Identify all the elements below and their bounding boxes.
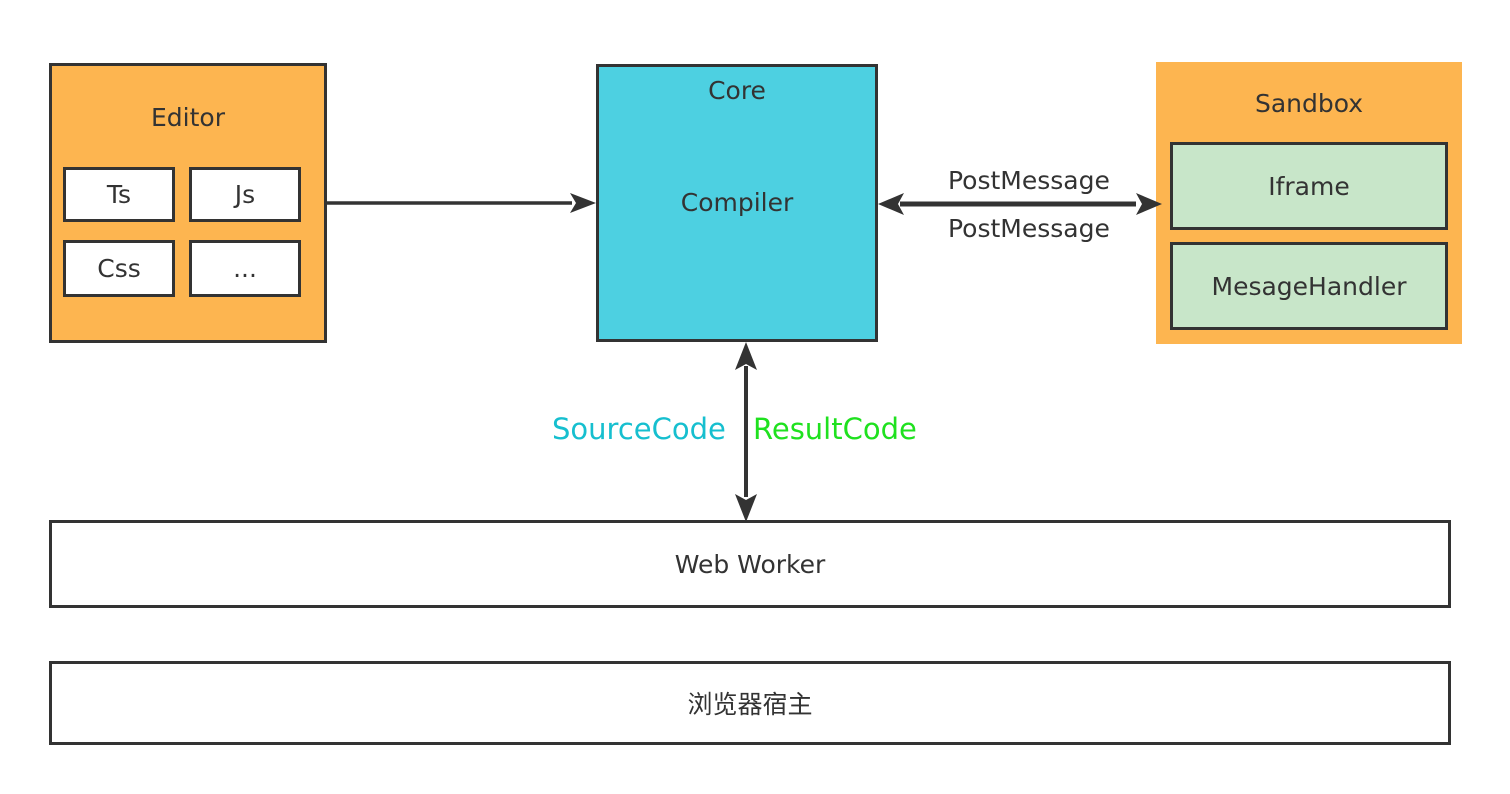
web-worker-box: Web Worker	[49, 520, 1451, 608]
postmessage-label-bottom: PostMessage	[948, 214, 1110, 243]
editor-item-js: Js	[189, 167, 301, 222]
source-code-label: SourceCode	[552, 412, 726, 446]
editor-item-css: Css	[63, 240, 175, 297]
editor-item-ts: Ts	[63, 167, 175, 222]
editor-to-core-arrow	[327, 193, 596, 213]
editor-title: Editor	[151, 103, 225, 132]
postmessage-label-top: PostMessage	[948, 166, 1110, 195]
core-box	[596, 64, 878, 342]
core-sandbox-arrow	[878, 193, 1162, 215]
compiler-label: Compiler	[680, 188, 794, 217]
sandbox-message-handler: MesageHandler	[1170, 242, 1448, 330]
editor-item-more: ...	[189, 240, 301, 297]
core-title: Core	[708, 76, 766, 105]
sandbox-title: Sandbox	[1254, 89, 1364, 118]
sandbox-iframe: Iframe	[1170, 142, 1448, 230]
browser-host-box: 浏览器宿主	[49, 661, 1451, 745]
core-worker-arrow	[735, 342, 757, 522]
result-code-label: ResultCode	[753, 412, 917, 446]
